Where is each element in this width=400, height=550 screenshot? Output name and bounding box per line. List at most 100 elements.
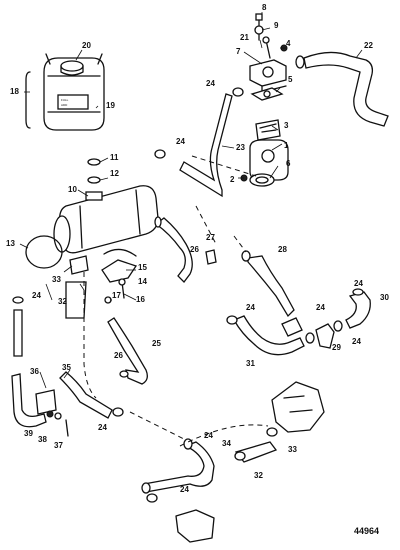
- callout-13: 13: [6, 239, 15, 248]
- bolt-washer[interactable]: [254, 25, 264, 35]
- heat-exchanger-cap[interactable]: [87, 158, 101, 166]
- reservoir-cap[interactable]: [60, 60, 84, 76]
- drain-plug[interactable]: [205, 249, 217, 265]
- callout-12: 12: [110, 169, 119, 178]
- manifold-hose-segment[interactable]: [281, 317, 303, 337]
- thermostat-to-manifold-hose[interactable]: [179, 93, 233, 198]
- callout-5: 5: [288, 75, 293, 84]
- thermostat[interactable]: [255, 119, 281, 141]
- thermostat-housing[interactable]: [249, 139, 289, 181]
- callout-4: 4: [286, 39, 291, 48]
- inlet-hose[interactable]: [13, 309, 23, 357]
- callout-24g: 24: [352, 337, 361, 346]
- callout-24f: 24: [354, 279, 363, 288]
- lower-crossover-hose[interactable]: [143, 441, 215, 493]
- water-pump-bracket[interactable]: [35, 389, 57, 415]
- hose-clamp[interactable]: [146, 493, 158, 503]
- housing-stud[interactable]: [262, 36, 271, 59]
- callout-25: 25: [152, 339, 161, 348]
- callout-24b: 24: [176, 137, 185, 146]
- hose-clamp[interactable]: [112, 407, 124, 417]
- callout-37: 37: [54, 441, 63, 450]
- reservoir-bracket: [25, 71, 31, 129]
- callout-labels: 1 2 3 4 5 6 7 8 9 10 11 12 13 14 15 16 1…: [6, 3, 389, 494]
- engine-block-fragment: [271, 381, 325, 433]
- callout-32b: 32: [254, 471, 263, 480]
- callout-17: 17: [112, 291, 121, 300]
- callout-29: 29: [332, 343, 341, 352]
- hose-clamp[interactable]: [241, 250, 251, 262]
- end-cap-clamp[interactable]: [25, 235, 63, 269]
- bracket-bolt[interactable]: [118, 278, 126, 299]
- callout-14: 14: [138, 277, 147, 286]
- exhaust-manifold-hose[interactable]: [247, 255, 295, 318]
- callout-20: 20: [82, 41, 91, 50]
- callout-11: 11: [110, 153, 119, 162]
- callout-3: 3: [284, 121, 289, 130]
- hose-clamp[interactable]: [141, 482, 151, 494]
- callout-8: 8: [262, 3, 267, 12]
- hose-tee-fitting[interactable]: [315, 323, 335, 349]
- coolant-recovery-reservoir[interactable]: FULL ADD: [43, 53, 105, 131]
- thermostat-housing-gasket[interactable]: [250, 87, 284, 101]
- callout-15: 15: [138, 263, 147, 272]
- callout-24d: 24: [246, 303, 255, 312]
- callout-24e: 24: [316, 303, 325, 312]
- callout-26a: 26: [190, 245, 199, 254]
- callout-24c: 24: [32, 291, 41, 300]
- hose-clamp[interactable]: [154, 216, 162, 228]
- riser-hose[interactable]: [233, 315, 305, 356]
- hose-clamp[interactable]: [232, 87, 244, 97]
- hose-clamp[interactable]: [12, 296, 24, 304]
- housing-gasket-lower[interactable]: [249, 173, 275, 187]
- callout-33a: 33: [52, 275, 61, 284]
- hose-clamp[interactable]: [266, 427, 278, 437]
- routing-lines: [83, 155, 269, 447]
- lower-seawater-hose[interactable]: [11, 373, 47, 428]
- heat-exchanger[interactable]: [53, 185, 159, 254]
- callout-32a: 32: [58, 297, 67, 306]
- hose-clamp[interactable]: [119, 370, 129, 378]
- figure-number: 44964: [354, 526, 379, 536]
- bypass-hose[interactable]: [303, 51, 389, 127]
- crossover-hose[interactable]: [107, 317, 148, 385]
- hose-clamp[interactable]: [305, 332, 315, 344]
- heat-exchanger-mount-bracket[interactable]: [101, 259, 138, 283]
- engine-block-fragment: [175, 509, 215, 543]
- callout-24j: 24: [180, 485, 189, 494]
- hose-clamp[interactable]: [234, 451, 246, 461]
- callout-35: 35: [62, 363, 71, 372]
- manifold-elbow-hose[interactable]: [345, 291, 371, 329]
- callout-18: 18: [10, 87, 19, 96]
- hose-clamp[interactable]: [333, 320, 343, 332]
- callout-39: 39: [24, 429, 33, 438]
- callout-9: 9: [274, 21, 279, 30]
- leader-lines: [19, 12, 363, 389]
- callout-36: 36: [30, 367, 39, 376]
- callout-33b: 33: [288, 445, 297, 454]
- callout-30: 30: [380, 293, 389, 302]
- callout-22: 22: [364, 41, 373, 50]
- hose-elbow[interactable]: [65, 281, 87, 319]
- callout-10: 10: [68, 185, 77, 194]
- callout-38: 38: [38, 435, 47, 444]
- callout-26b: 26: [114, 351, 123, 360]
- callout-34: 34: [222, 439, 231, 448]
- heat-exchanger-elbow[interactable]: [69, 255, 89, 275]
- thermostat-housing-cover[interactable]: [249, 59, 287, 93]
- hose-clamp[interactable]: [295, 55, 305, 69]
- thermostat-supply-hose[interactable]: [154, 217, 193, 283]
- long-seawater-hose[interactable]: [59, 371, 113, 419]
- callout-31: 31: [246, 359, 255, 368]
- callout-2: 2: [230, 175, 235, 184]
- hose-clamp[interactable]: [154, 149, 166, 159]
- callout-24h: 24: [98, 423, 107, 432]
- svg-text:ADD: ADD: [61, 103, 68, 107]
- callout-21: 21: [240, 33, 249, 42]
- mount-bracket-strap[interactable]: [103, 248, 137, 257]
- hose-clamp[interactable]: [226, 315, 238, 325]
- callout-6: 6: [286, 159, 291, 168]
- cap-gasket[interactable]: [87, 176, 101, 184]
- hose-clamp[interactable]: [352, 288, 364, 296]
- bracket-fasteners[interactable]: [46, 410, 69, 437]
